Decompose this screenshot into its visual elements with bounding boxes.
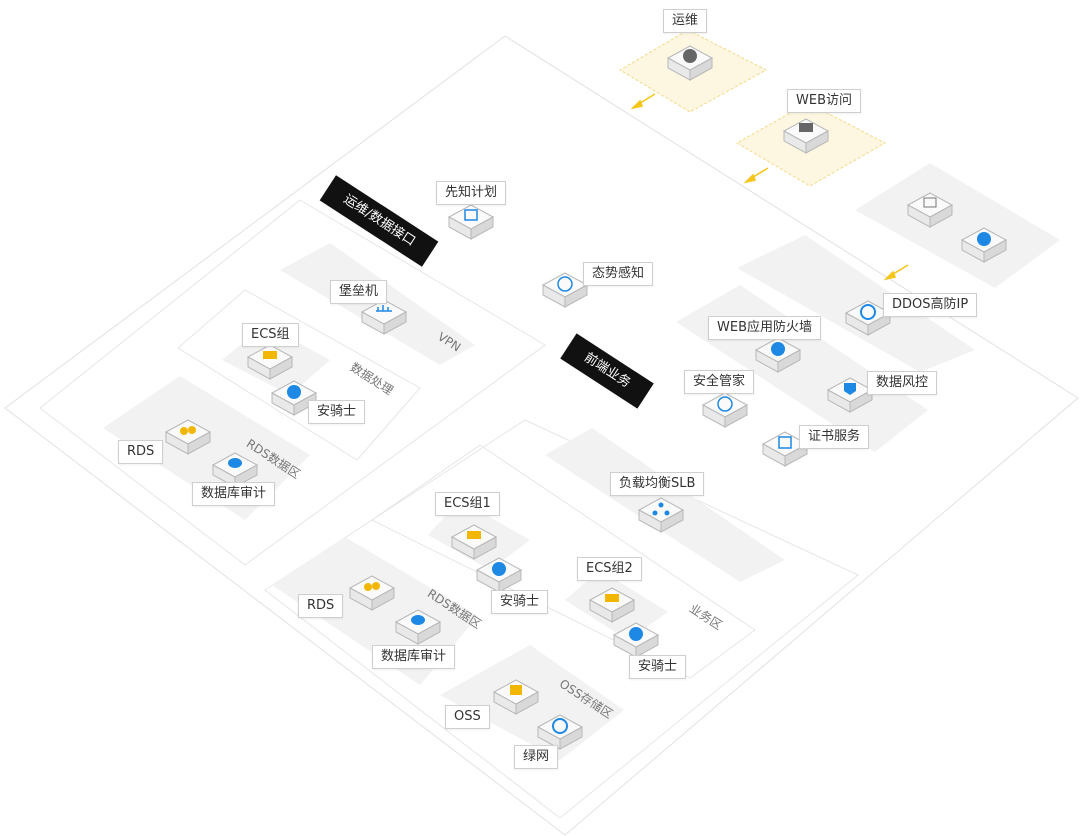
waf-label: WEB应用防火墙	[708, 316, 821, 340]
data-processing-zone	[177, 289, 421, 461]
ecs1-icon	[451, 524, 497, 560]
rds-left-label: RDS	[118, 440, 164, 464]
oss-label: OSS	[445, 705, 490, 729]
slb-icon	[638, 497, 684, 533]
arrow-ddos	[883, 264, 909, 281]
rds-bottom-icon	[349, 575, 395, 611]
ecs-group-label: ECS组	[242, 323, 299, 347]
db-audit-left-label: 数据库审计	[192, 482, 276, 506]
ops-icon	[667, 45, 713, 81]
anqishi-2-icon	[613, 622, 659, 658]
ecs-group1-label: ECS组1	[435, 492, 500, 516]
anqishi-1-icon	[476, 557, 522, 593]
slb-label: 负载均衡SLB	[610, 472, 705, 496]
cert-icon	[762, 431, 808, 467]
left-region	[39, 199, 546, 566]
ddos-zone	[737, 235, 975, 372]
device-icon	[907, 192, 953, 228]
external-zone	[855, 163, 1060, 288]
anqishi-label: 安骑士	[308, 400, 366, 424]
db-audit-bottom-label: 数据库审计	[372, 645, 456, 669]
arrow-ops	[630, 93, 656, 110]
ops-label: 运维	[663, 9, 708, 33]
db-audit-icon	[212, 452, 258, 488]
security-manager-icon	[702, 392, 748, 428]
bottom-region	[264, 419, 859, 819]
rds-bottom-label: RDS	[298, 594, 344, 618]
lvwang-label: 绿网	[514, 745, 559, 769]
ecs2-icon	[589, 587, 635, 623]
situational-awareness-label: 态势感知	[583, 262, 654, 286]
shield-icon	[961, 227, 1007, 263]
data-risk-icon	[827, 377, 873, 413]
ecs-group2-label: ECS组2	[577, 557, 642, 581]
lvwang-icon	[537, 714, 583, 750]
ecs-groups-zone	[371, 444, 756, 679]
bastion-icon	[361, 299, 407, 335]
cert-label: 证书服务	[799, 425, 870, 449]
security-manager-label: 安全管家	[684, 370, 755, 394]
ecs-icon	[247, 344, 293, 380]
ddos-icon	[845, 300, 891, 336]
web-access-label: WEB访问	[787, 89, 861, 113]
bastion-label: 堡垒机	[330, 280, 388, 304]
data-risk-label: 数据风控	[867, 371, 938, 395]
db-audit-bottom-icon	[395, 609, 441, 645]
anqishi-1-label: 安骑士	[491, 590, 549, 614]
anqishi-2-label: 安骑士	[629, 655, 687, 679]
oss-icon	[493, 679, 539, 715]
anqishi-icon	[271, 380, 317, 416]
xianzhi-label: 先知计划	[436, 181, 507, 205]
rds-icon	[165, 419, 211, 455]
xianzhi-icon	[448, 204, 494, 240]
arrow-web	[743, 167, 769, 184]
ddos-label: DDOS高防IP	[883, 293, 978, 317]
situational-awareness-icon	[542, 272, 588, 308]
waf-icon	[755, 337, 801, 373]
web-access-icon	[783, 118, 829, 154]
